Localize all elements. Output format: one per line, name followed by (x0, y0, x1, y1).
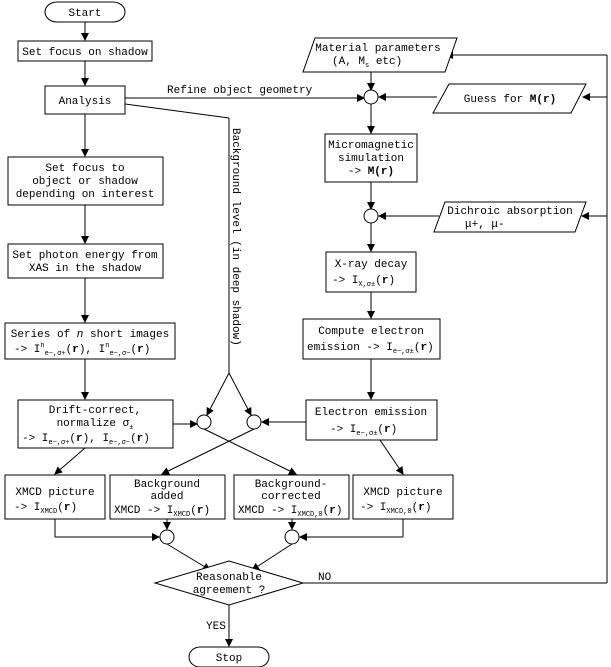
set-focus-shadow-label: Set focus on shadow (22, 47, 148, 59)
set-focus-object-line3: depending on interest (16, 189, 155, 201)
drift-correct-line2: normalize σ± (57, 418, 134, 432)
edge-circle-left-diamond (166, 543, 211, 571)
xmcd-picture-right-box (352, 474, 454, 520)
edge-bg-level-diag (124, 103, 230, 119)
xmcd-picture-left-line1: XMCD picture (15, 487, 94, 499)
yes-label: YES (206, 621, 226, 633)
material-parameters-box (302, 37, 458, 73)
xmcd-picture-right-line2: -> IXMCD,0(r) (360, 502, 431, 516)
set-photon-energy-line2: XAS in the shadow (29, 263, 142, 275)
compute-electron-line1: Compute electron (318, 326, 424, 338)
guess-m-label: Guess for M(r) (464, 94, 556, 106)
merge-circle-mid-right (246, 414, 262, 430)
xray-decay-line2: -> IX,σ±(r) (332, 275, 395, 289)
edge-bg-level-right (228, 372, 252, 416)
micromagnetic-line3: -> M(r) (348, 166, 394, 178)
background-corrected-line1: Background- (255, 479, 328, 491)
stop-label: Stop (216, 653, 242, 665)
dichroic-absorption-line1: Dichroic absorption (447, 206, 572, 218)
drift-correct-line1: Drift-correct, (49, 405, 141, 417)
edge-drift-xmcd-left (54, 447, 86, 475)
analysis-box (44, 85, 126, 115)
merge-circle-top (363, 89, 379, 105)
edge-midright-bgadded (161, 428, 255, 475)
background-added-line3: XMCD -> IXMCD(r) (114, 505, 210, 519)
series-images-line1: Series of n short images (11, 329, 169, 341)
electron-emission-line2: -> Ie−,σ±(r) (330, 424, 397, 438)
background-corrected-line3: XMCD -> IXMCD,0(r) (238, 505, 342, 519)
refine-geometry-label: Refine object geometry (167, 85, 313, 97)
background-added-line1: Background (134, 479, 200, 491)
electron-emission-line1: Electron emission (315, 407, 427, 419)
xray-decay-box (325, 251, 417, 293)
xray-decay-line1: X-ray decay (335, 259, 408, 271)
drift-correct-line3: -> Ie−,σ+(r), Ie−,σ−(r) (22, 433, 150, 447)
micromagnetic-line2: simulation (338, 153, 404, 165)
material-parameters-line2: (A, Ms etc) (332, 56, 402, 70)
edge-circle-right-diamond (251, 543, 293, 571)
series-images-line2: -> Ine−,σ+(r), Ine−,σ−(r) (14, 342, 150, 358)
stop-terminal (188, 646, 270, 667)
xmcd-picture-left-line2: -> IXMCD(r) (14, 502, 77, 516)
merge-circle-mid-left (196, 414, 212, 430)
edge-emission-xmcd-right (379, 439, 404, 475)
micromagnetic-box (324, 133, 418, 183)
guess-m-box (432, 83, 587, 114)
reasonable-agreement-line1: Reasonable (196, 572, 262, 584)
set-photon-energy-line1: Set photon energy from (12, 250, 158, 262)
dichroic-absorption-line2: μ+, μ- (465, 219, 505, 231)
micromagnetic-line1: Micromagnetic (328, 140, 414, 152)
background-added-line2: added (150, 491, 183, 503)
reasonable-agreement-line2: agreement ? (193, 585, 266, 597)
series-images-box (4, 322, 176, 360)
dichroic-absorption-box (433, 201, 587, 233)
merge-circle-left (159, 529, 175, 545)
background-level-label: Background level (in deep shadow) (229, 128, 241, 346)
background-corrected-line2: corrected (261, 491, 320, 503)
electron-emission-box (305, 399, 438, 441)
analysis-label: Analysis (59, 96, 112, 108)
merge-circle-dichroic (363, 208, 379, 224)
set-focus-object-line2: object or shadow (32, 176, 138, 188)
edge-midleft-bgcorrected (203, 428, 297, 475)
merge-circle-right (284, 529, 300, 545)
xmcd-picture-right-line1: XMCD picture (363, 487, 442, 499)
no-label: NO (318, 572, 332, 584)
compute-electron-line2: emission -> Ie−,σ±(r) (307, 342, 434, 356)
set-focus-object-line1: Set focus to (45, 163, 124, 175)
drift-correct-box (17, 399, 174, 449)
background-added-box (109, 474, 226, 520)
start-label: Start (68, 8, 101, 20)
material-parameters-line1: Material parameters (315, 43, 440, 55)
edge-bg-level-left (206, 372, 230, 416)
